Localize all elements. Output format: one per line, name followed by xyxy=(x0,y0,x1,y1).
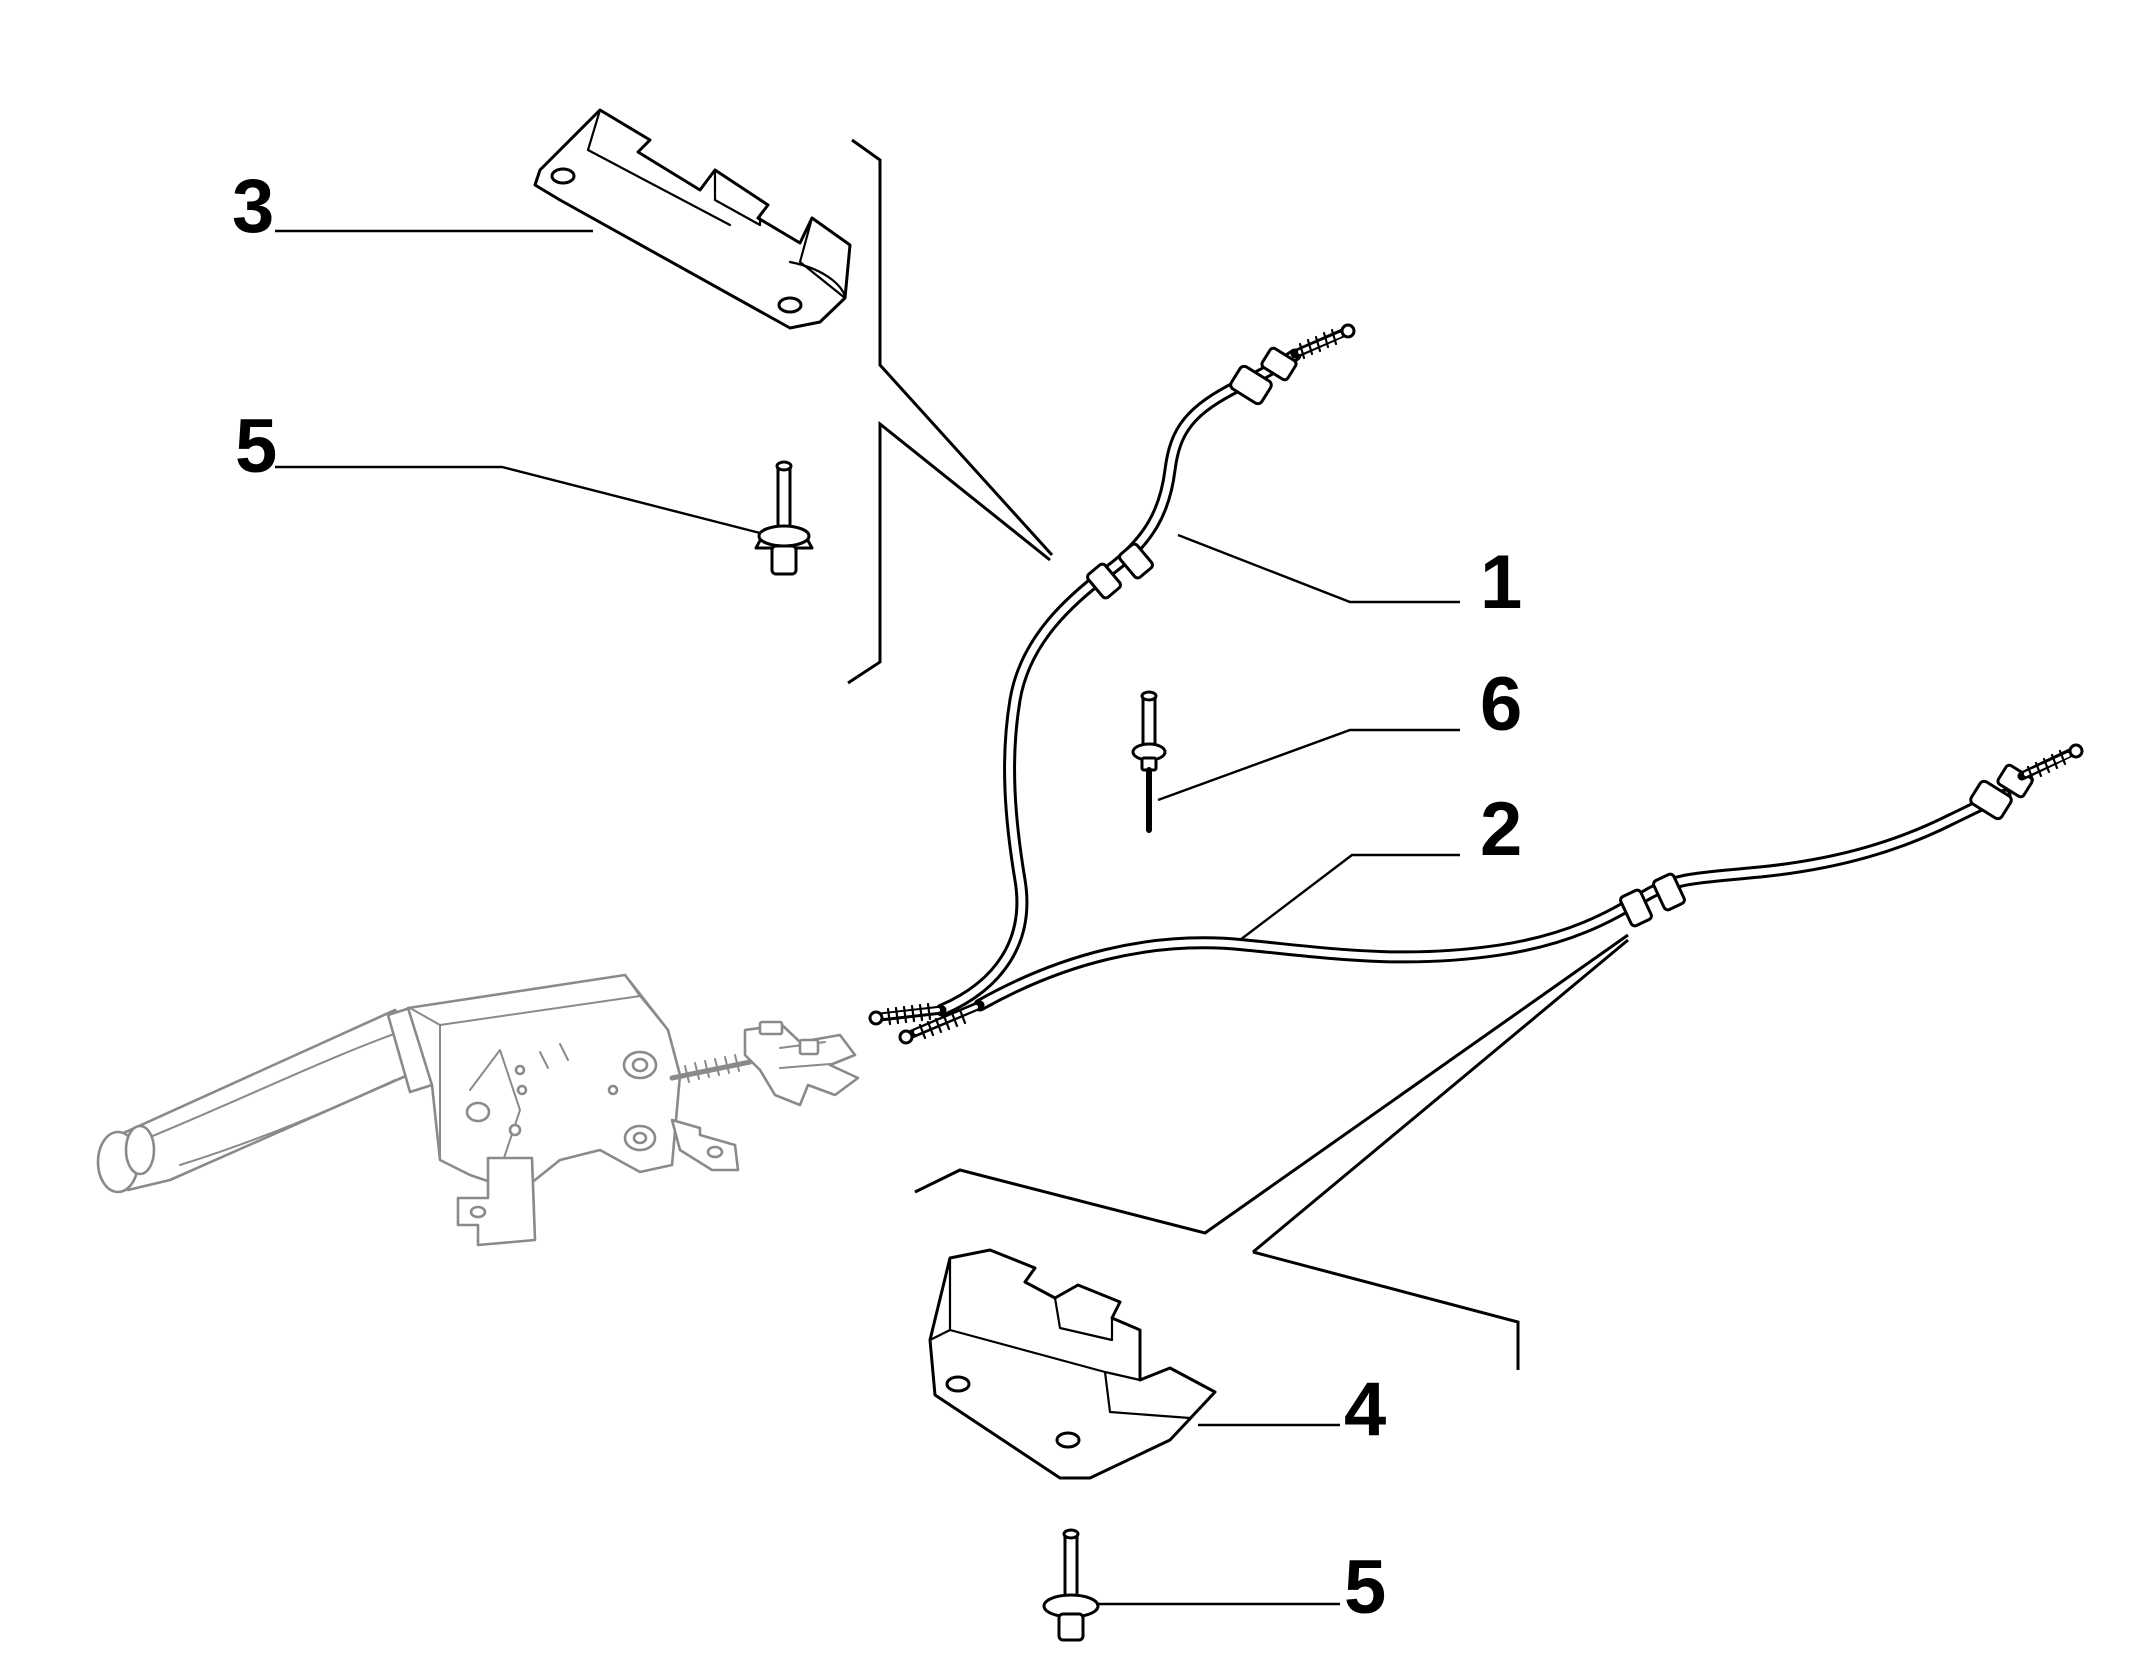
callout-5-lower: 5 xyxy=(1344,1545,1386,1630)
lower-group-bracket xyxy=(914,933,1629,1370)
upper-group-bracket xyxy=(847,138,1054,685)
callout-2: 2 xyxy=(1480,787,1522,872)
brake-cable-2 xyxy=(898,743,2084,1045)
rivet xyxy=(1131,690,1167,833)
callout-1: 1 xyxy=(1480,540,1522,625)
leader-lines xyxy=(275,229,1460,1606)
callout-labels: 1 2 3 4 5 5 6 xyxy=(232,164,1522,1630)
leader-2 xyxy=(1239,853,1460,941)
brake-cable-1 xyxy=(868,323,1356,1026)
leader-6 xyxy=(1157,728,1460,802)
cable-cover-upper xyxy=(533,108,852,330)
callout-4: 4 xyxy=(1344,1367,1386,1452)
callout-3: 3 xyxy=(232,164,274,249)
callout-5-upper: 5 xyxy=(235,404,277,489)
leader-5-upper xyxy=(275,465,761,535)
callout-6: 6 xyxy=(1480,662,1522,747)
hand-brake-lever xyxy=(96,973,860,1247)
cable-cover-lower xyxy=(928,1248,1217,1480)
stud-bolt-upper xyxy=(754,460,814,576)
stud-bolt-lower xyxy=(1042,1528,1100,1642)
leader-1 xyxy=(1177,533,1460,604)
